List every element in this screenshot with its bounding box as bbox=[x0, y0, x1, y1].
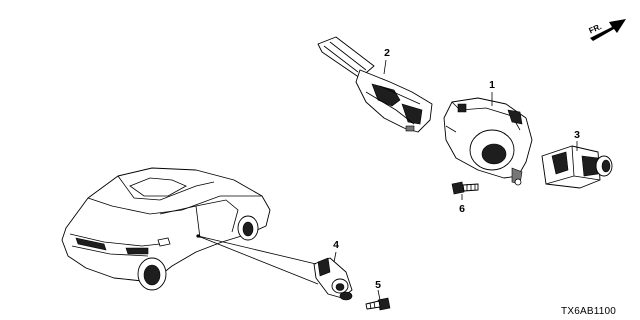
callout-6: 6 bbox=[459, 203, 465, 215]
drawing-code: TX6AB1100 bbox=[561, 306, 616, 317]
part-4-sensor bbox=[313, 257, 353, 301]
callout-5: 5 bbox=[375, 279, 381, 291]
callout-2: 2 bbox=[384, 47, 390, 59]
callout-3: 3 bbox=[574, 129, 580, 141]
leader-lines bbox=[197, 59, 578, 301]
part-1-cable-reel bbox=[443, 97, 533, 186]
part-5-bolt bbox=[365, 297, 391, 311]
part-6-screw bbox=[451, 181, 479, 195]
callout-4: 4 bbox=[333, 239, 339, 251]
vehicle-outline bbox=[61, 167, 271, 291]
part-2-combination-switch bbox=[317, 36, 433, 133]
part-3-switch-module bbox=[541, 145, 613, 189]
callout-1: 1 bbox=[489, 79, 495, 91]
front-direction-arrow: FR. bbox=[588, 19, 626, 41]
callout-labels: 2 1 3 6 4 5 bbox=[333, 47, 580, 291]
